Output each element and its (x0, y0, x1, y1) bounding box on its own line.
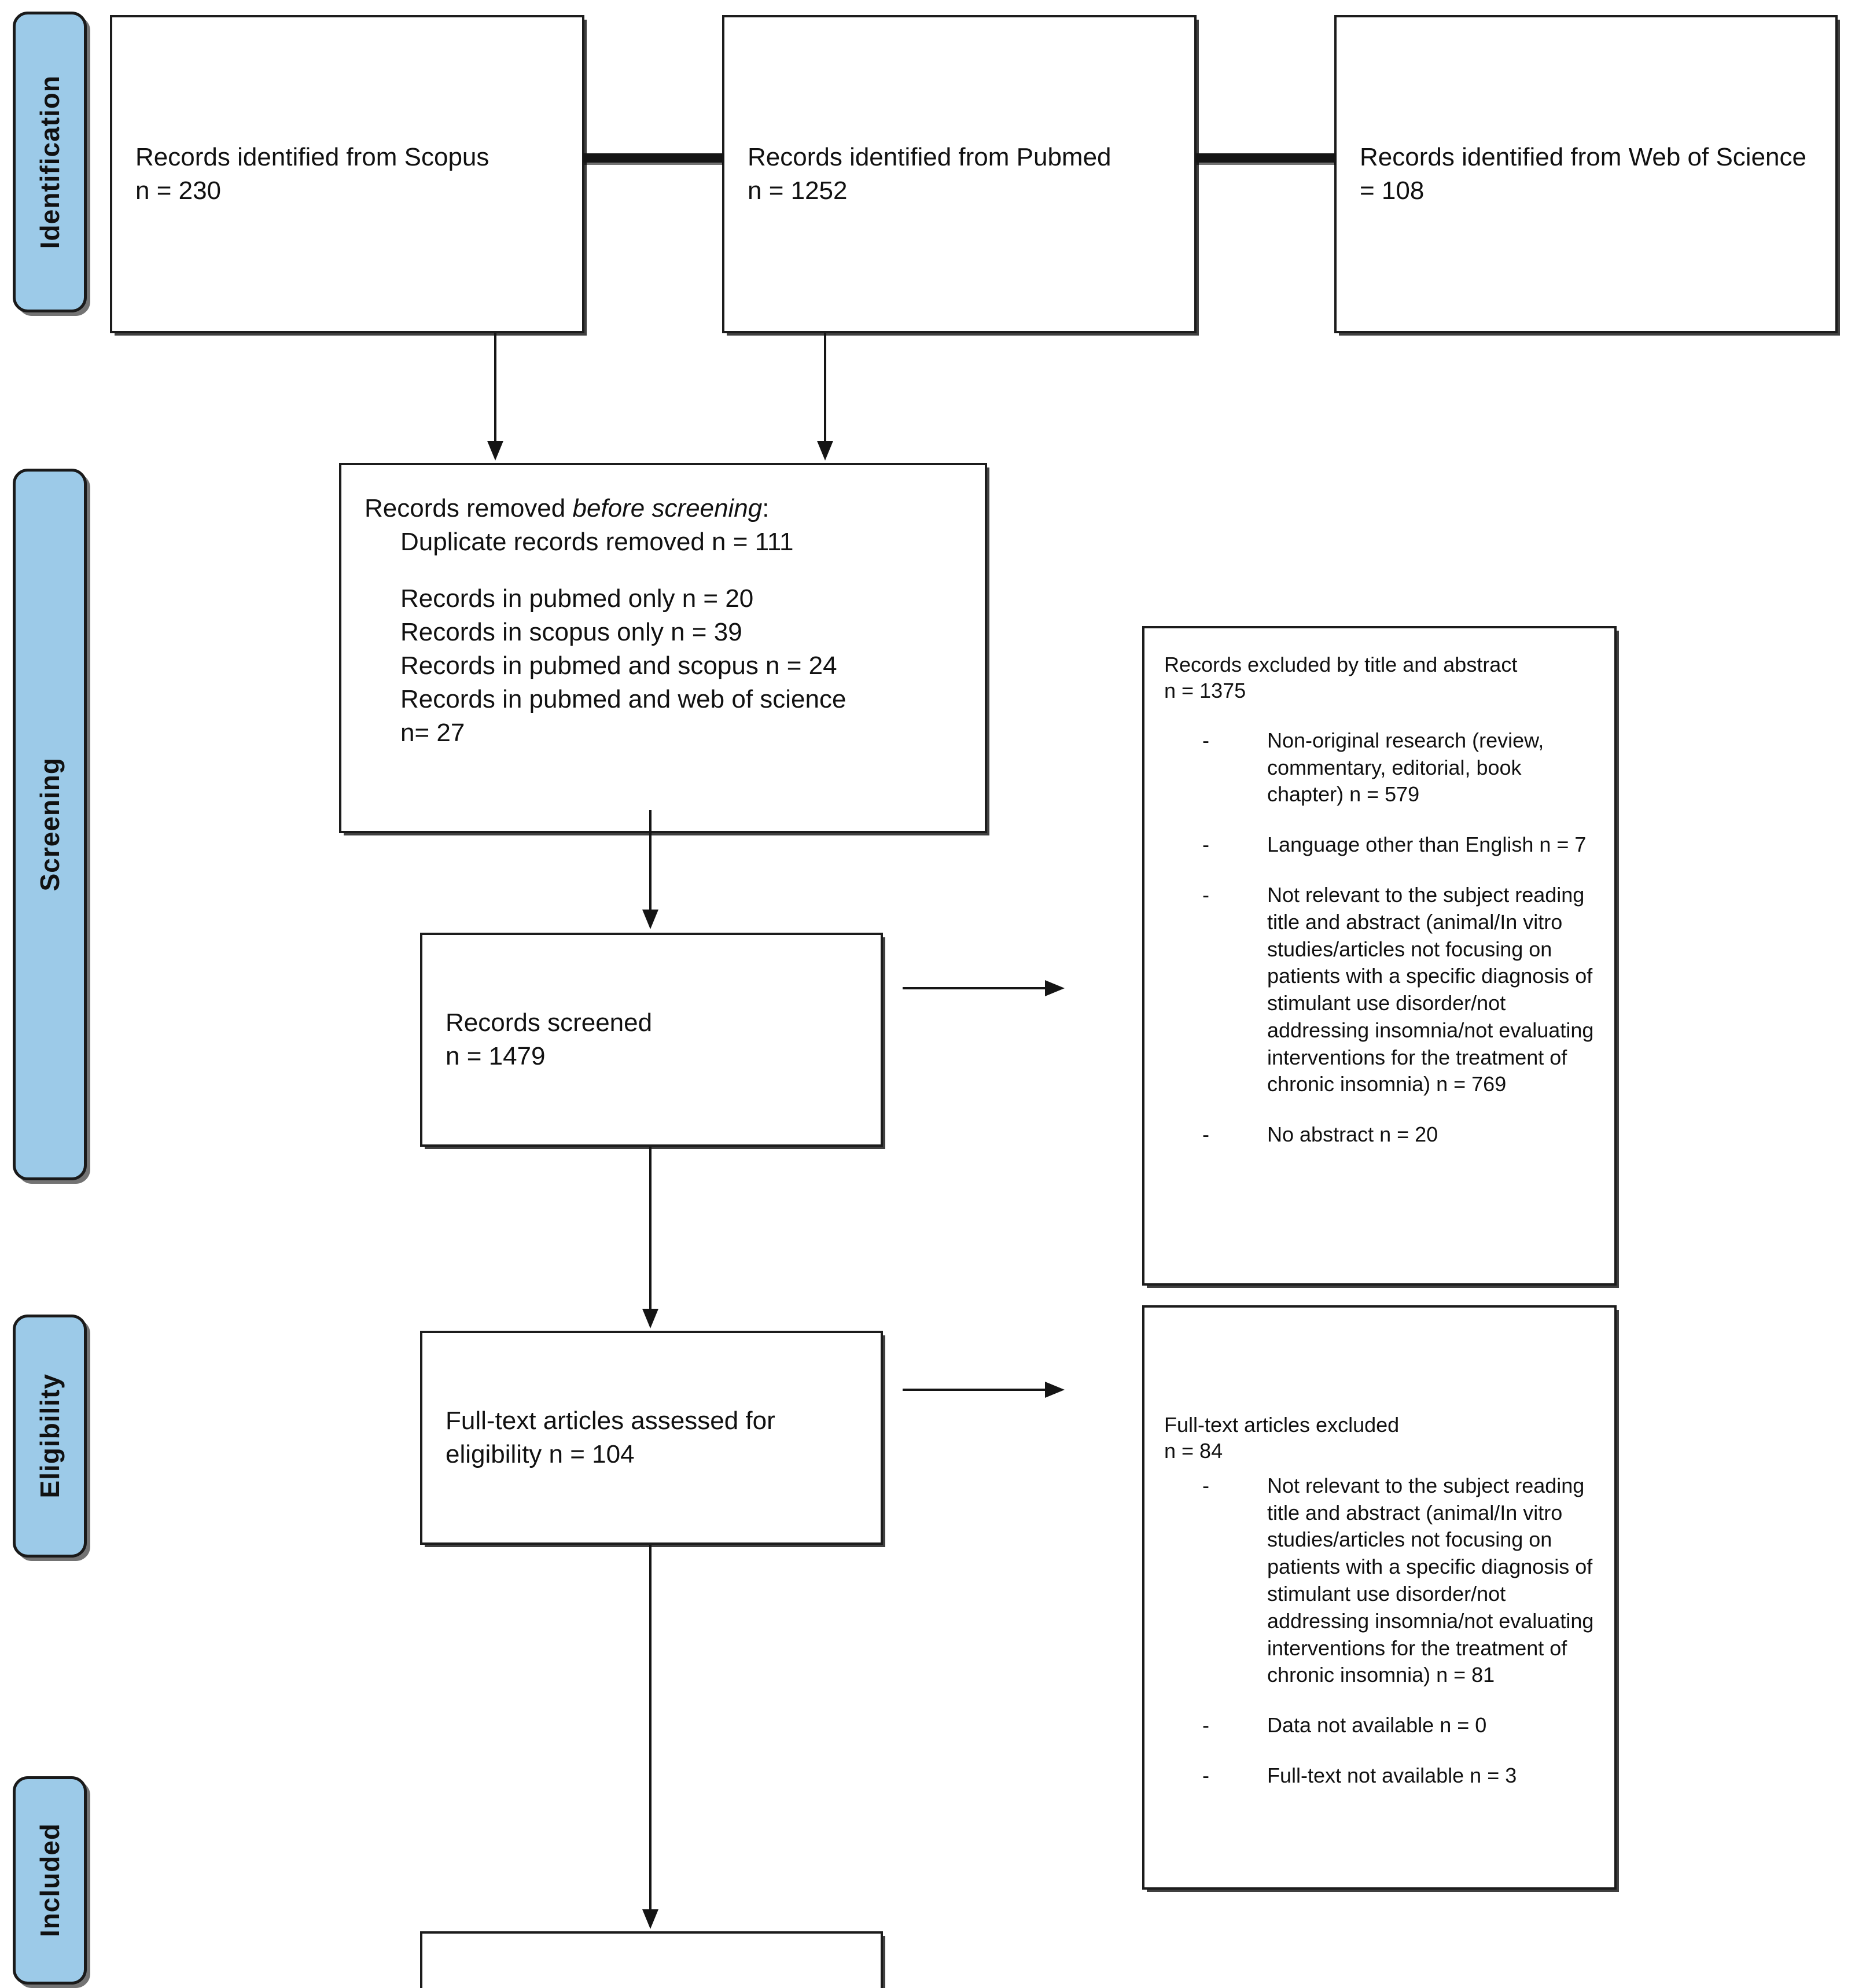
excluded-title-abstract-box: Records excluded by title and abstract n… (1142, 626, 1617, 1286)
bullet-dash-icon: - (1202, 1713, 1209, 1737)
list-item: - Full-text not available n = 3 (1164, 1762, 1603, 1790)
records-screened-count: n = 1479 (446, 1042, 546, 1070)
stage-label-included-text: Included (35, 1823, 65, 1938)
excluded-fulltext-heading: Full-text articles excluded (1164, 1413, 1400, 1437)
fulltext-assessed-line2: eligibility n = 104 (446, 1440, 635, 1468)
stage-label-screening-text: Screening (35, 757, 65, 892)
source-box-pubmed-content: Records identified from Pubmed n = 1252 (748, 141, 1179, 208)
excluded-item-non-original-research: Non-original research (review, commentar… (1267, 728, 1544, 807)
records-removed-duplicates: Duplicate records removed n = 111 (400, 528, 794, 557)
records-removed-content: Records removed before screening: Duplic… (365, 492, 970, 750)
excluded-fulltext-item-not-relevant: Not relevant to the subject reading titl… (1267, 1473, 1594, 1687)
excluded-fulltext-count: n = 84 (1164, 1439, 1223, 1463)
source-box-scopus-count: n = 230 (135, 176, 222, 205)
list-item: - Non-original research (review, comment… (1164, 727, 1603, 808)
arrow-fulltext-to-excluded-icon (1045, 1382, 1065, 1398)
excluded-item-not-relevant: Not relevant to the subject reading titl… (1267, 882, 1594, 1096)
excluded-fulltext-item-data-not-available: Data not available n = 0 (1267, 1713, 1487, 1737)
stage-label-eligibility: Eligibility (13, 1315, 87, 1558)
bullet-dash-icon: - (1202, 882, 1209, 907)
stage-label-identification-text: Identification (35, 75, 65, 249)
records-removed-line-pubmed-only: Records in pubmed only n = 20 (400, 584, 754, 613)
records-removed-heading-italic: before screening (572, 494, 763, 522)
list-item: - Language other than English n = 7 (1164, 831, 1603, 859)
excluded-title-abstract-list: - Non-original research (review, comment… (1164, 727, 1603, 1148)
arrow-removed-to-screened-icon (642, 910, 658, 929)
records-removed-line-pubmed-wos: Records in pubmed and web of science (400, 685, 846, 714)
source-box-pubmed: Records identified from Pubmed n = 1252 (722, 15, 1197, 333)
excluded-title-abstract-heading: Records excluded by title and abstract (1164, 653, 1518, 676)
stage-label-identification: Identification (13, 12, 87, 312)
excluded-title-abstract-count: n = 1375 (1164, 679, 1246, 703)
source-box-scopus: Records identified from Scopus n = 230 (110, 15, 584, 333)
source-box-scopus-content: Records identified from Scopus n = 230 (135, 141, 567, 208)
connector-scopus-down (494, 333, 496, 446)
excluded-fulltext-box: Full-text articles excluded n = 84 - Not… (1142, 1305, 1617, 1890)
records-removed-heading-suffix: : (762, 494, 770, 522)
bullet-dash-icon: - (1202, 1763, 1209, 1787)
list-item: - Not relevant to the subject reading ti… (1164, 882, 1603, 1098)
records-removed-line-pubmed-scopus: Records in pubmed and scopus n = 24 (400, 651, 837, 680)
excluded-item-language: Language other than English n = 7 (1267, 833, 1587, 857)
source-box-web-of-science: Records identified from Web of Science =… (1334, 15, 1838, 333)
bullet-dash-icon: - (1202, 1473, 1209, 1497)
list-item: - Not relevant to the subject reading ti… (1164, 1472, 1603, 1689)
source-box-scopus-title: Records identified from Scopus (135, 142, 489, 171)
records-removed-heading: Records removed before screening: (365, 492, 970, 525)
list-item: - Data not available n = 0 (1164, 1712, 1603, 1739)
records-screened-content: Records screened n = 1479 (446, 1006, 866, 1073)
fulltext-assessed-line1: Full-text articles assessed for (446, 1406, 775, 1435)
list-item: - No abstract n = 20 (1164, 1121, 1603, 1148)
stage-label-screening: Screening (13, 469, 87, 1180)
connector-pubmed-down (824, 333, 826, 446)
arrow-fulltext-to-included-icon (642, 1909, 658, 1929)
connector-pubmed-to-wos (1195, 153, 1337, 163)
source-box-pubmed-count: n = 1252 (748, 176, 848, 205)
bullet-dash-icon: - (1202, 1122, 1209, 1147)
bullet-dash-icon: - (1202, 833, 1209, 857)
records-removed-line-scopus-only: Records in scopus only n = 39 (400, 618, 742, 647)
excluded-item-no-abstract: No abstract n = 20 (1267, 1122, 1438, 1147)
arrow-scopus-down-icon (487, 441, 503, 461)
excluded-title-abstract-content: Records excluded by title and abstract n… (1164, 651, 1603, 1148)
arrow-pubmed-down-icon (817, 441, 833, 461)
connector-fulltext-to-included (649, 1545, 652, 1915)
records-removed-line-pubmed-wos-count: n= 27 (400, 719, 465, 748)
connector-screened-to-excluded (903, 987, 1047, 989)
excluded-fulltext-list: - Not relevant to the subject reading ti… (1164, 1472, 1603, 1790)
studies-included-box: Studies included in review n = 20 (420, 1931, 883, 1988)
connector-removed-to-screened (649, 810, 652, 914)
records-screened-box: Records screened n = 1479 (420, 933, 883, 1147)
stage-label-eligibility-text: Eligibility (35, 1374, 65, 1499)
connector-screened-to-fulltext (649, 1147, 652, 1315)
source-box-web-of-science-content: Records identified from Web of Science =… (1360, 141, 1820, 208)
records-removed-box: Records removed before screening: Duplic… (339, 463, 987, 833)
connector-fulltext-to-excluded (903, 1389, 1047, 1391)
records-removed-spacer (365, 559, 970, 582)
excluded-fulltext-item-fulltext-not-available: Full-text not available n = 3 (1267, 1763, 1517, 1787)
arrow-screened-to-fulltext-icon (642, 1309, 658, 1328)
source-box-pubmed-title: Records identified from Pubmed (748, 142, 1111, 171)
excluded-fulltext-content: Full-text articles excluded n = 84 - Not… (1164, 1412, 1603, 1790)
bullet-dash-icon: - (1202, 728, 1209, 752)
arrow-screened-to-excluded-icon (1045, 980, 1065, 996)
stage-label-included: Included (13, 1776, 87, 1985)
source-box-web-of-science-title: Records identified from Web of Science =… (1360, 142, 1806, 205)
connector-scopus-to-pubmed (583, 153, 724, 163)
records-removed-heading-prefix: Records removed (365, 494, 573, 522)
records-screened-title: Records screened (446, 1008, 653, 1037)
fulltext-assessed-content: Full-text articles assessed for eligibil… (446, 1404, 866, 1471)
fulltext-assessed-box: Full-text articles assessed for eligibil… (420, 1331, 883, 1545)
